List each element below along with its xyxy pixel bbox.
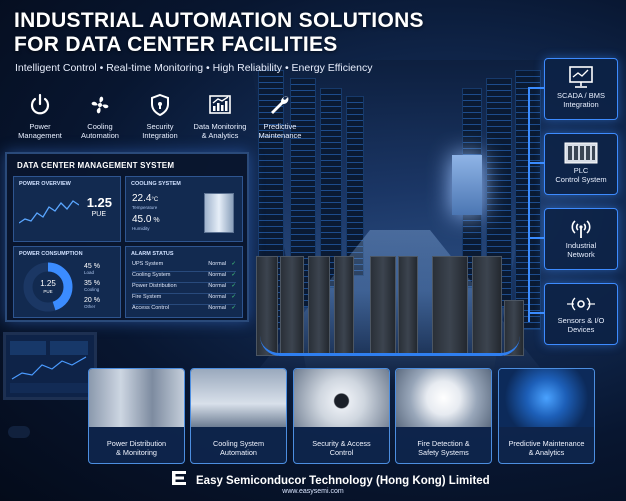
server-rack	[320, 88, 342, 288]
smoke-detector-image	[396, 369, 491, 427]
power-cabinet-image	[89, 369, 184, 427]
wrench-icon	[250, 90, 310, 120]
consumption-row: 20 %Other	[84, 297, 100, 309]
plc-icon	[545, 134, 617, 166]
cooling-system-panel: COOLING SYSTEM 22.4°C Temperature 45.0 %…	[125, 176, 243, 242]
company-brand: Easy Semiconducor Technology (Hong Kong)…	[170, 470, 490, 491]
corridor-light	[452, 155, 482, 215]
company-logo-icon	[170, 470, 188, 491]
check-icon: ✓	[231, 305, 236, 311]
mouse-image	[8, 426, 30, 438]
card-power-distribution: Power Distribution& Monitoring	[88, 368, 185, 464]
consumption-row: 45 %Load	[84, 263, 100, 275]
chiller-image	[191, 369, 286, 427]
check-icon: ✓	[231, 294, 236, 300]
cooling-unit-image	[204, 193, 234, 233]
page-title: INDUSTRIAL AUTOMATION SOLUTIONS FOR DATA…	[14, 9, 424, 56]
power-donut-chart	[23, 262, 73, 312]
power-icon	[10, 90, 70, 120]
sensor-icon	[545, 284, 617, 316]
humidity-readout: 45.0 %	[132, 214, 160, 225]
temperature-readout: 22.4°C	[132, 193, 159, 204]
management-dashboard: DATA CENTER MANAGEMENT SYSTEM POWER OVER…	[5, 152, 249, 322]
server-rack	[346, 96, 364, 276]
pue-unit: PUE	[91, 211, 106, 218]
dashboard-title: DATA CENTER MANAGEMENT SYSTEM	[17, 161, 175, 170]
ai-brain-image	[499, 369, 594, 427]
consumption-row: 35 %Cooling	[84, 280, 100, 292]
card-fire-detection: Fire Detection &Safety Systems	[395, 368, 492, 464]
company-url[interactable]: www.easysemi.com	[282, 488, 344, 495]
page-subtitle: Intelligent Control • Real-time Monitori…	[15, 62, 373, 74]
security-camera-image	[294, 369, 389, 427]
fan-icon	[70, 90, 130, 120]
network-cable	[260, 336, 520, 356]
power-trend-line	[19, 200, 79, 224]
shield-icon	[130, 90, 190, 120]
plc-hardware-image	[246, 256, 528, 364]
solution-cards-row: Power Distribution& Monitoring Cooling S…	[88, 368, 598, 464]
check-icon: ✓	[231, 272, 236, 278]
laptop-image	[3, 332, 97, 400]
check-icon: ✓	[231, 283, 236, 289]
chart-icon	[190, 90, 250, 120]
company-name: Easy Semiconducor Technology (Hong Kong)…	[196, 474, 490, 487]
pue-value: 1.25	[86, 195, 112, 210]
check-icon: ✓	[231, 261, 236, 267]
feature-data-monitoring: Data Monitoring& Analytics	[190, 90, 250, 140]
card-predictive-maintenance: Predictive Maintenance& Analytics	[498, 368, 595, 464]
power-consumption-panel: POWER CONSUMPTION 1.25 PUE 45 %Load 35 %…	[13, 246, 121, 318]
power-overview-panel: POWER OVERVIEW 1.25 PUE	[13, 176, 121, 242]
monitor-icon	[545, 59, 617, 91]
antenna-icon	[545, 209, 617, 241]
